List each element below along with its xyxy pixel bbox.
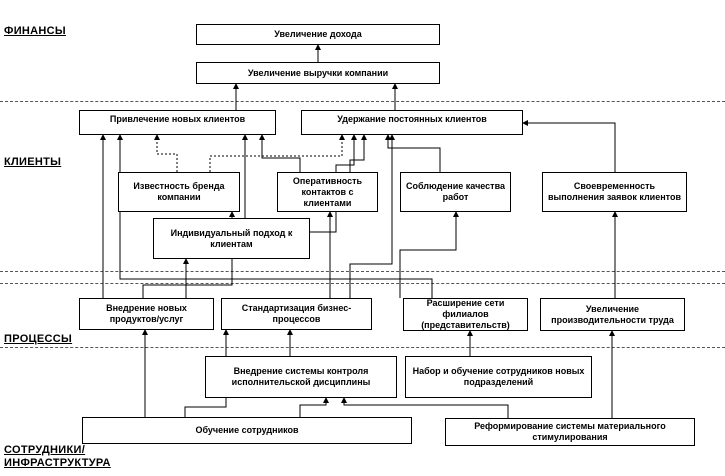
node-attract: Привлечение новых клиентов: [79, 110, 276, 135]
node-brand: Известность бренда компании: [118, 172, 240, 212]
arrow-brand-to-retain: [209, 134, 345, 172]
node-standardization: Стандартизация бизнес-процессов: [221, 298, 372, 330]
node-training: Обучение сотрудников: [82, 417, 412, 444]
perspective-clients-label: КЛИЕНТЫ: [4, 156, 62, 168]
arrow-individual-to-retain: [310, 134, 357, 233]
separator-processes-staff: [0, 347, 725, 348]
perspective-staff-label-line1: СОТРУДНИКИ/: [4, 444, 86, 456]
node-reform: Реформирование системы материального сти…: [445, 418, 695, 446]
node-revenue: Увеличение выручки компании: [196, 62, 440, 84]
node-individual: Индивидуальный подход к клиентам: [153, 218, 310, 259]
node-new-products: Внедрение новых продуктов/услуг: [79, 298, 214, 330]
node-branches: Расширение сети филиалов (представительс…: [403, 298, 528, 331]
perspective-finance-label: ФИНАНСЫ: [4, 25, 66, 37]
arrow-branches-to-retain: [349, 134, 395, 298]
arrow-branches-to-attract: [117, 134, 433, 298]
node-productivity: Увеличение производительности труда: [540, 298, 685, 331]
node-retain: Удержание постоянных клиентов: [301, 110, 523, 135]
separator-clients-processes: [0, 271, 725, 272]
node-income: Увеличение дохода: [196, 24, 440, 45]
node-quality: Соблюдение качества работ: [400, 172, 511, 212]
perspective-staff-label-line2: ИНФРАСТРУКТУРА: [4, 457, 111, 469]
node-control-system: Внедрение системы контроля исполнительск…: [205, 356, 397, 398]
perspective-processes-label: ПРОЦЕССЫ: [4, 333, 73, 345]
node-responsiveness: Оперативность контактов с клиентами: [277, 172, 378, 212]
arrow-reform-to-control: [341, 397, 509, 418]
separator-finance-clients: [0, 101, 725, 102]
arrow-timeliness-to-retain: [522, 120, 616, 172]
node-recruitment: Набор и обучение сотрудников новых подра…: [405, 356, 592, 398]
separator-processes-mid: [0, 283, 725, 284]
arrow-training-to-control: [299, 397, 329, 417]
arrow-responsiveness-to-attract: [259, 134, 301, 172]
arrow-branches-to-quality: [399, 211, 459, 298]
arrow-quality-to-retain: [385, 134, 441, 172]
arrow-responsiveness-to-retain: [349, 134, 367, 172]
arrow-brand-to-attract: [154, 134, 178, 172]
node-timeliness: Своевременность выполнения заявок клиент…: [542, 172, 687, 212]
